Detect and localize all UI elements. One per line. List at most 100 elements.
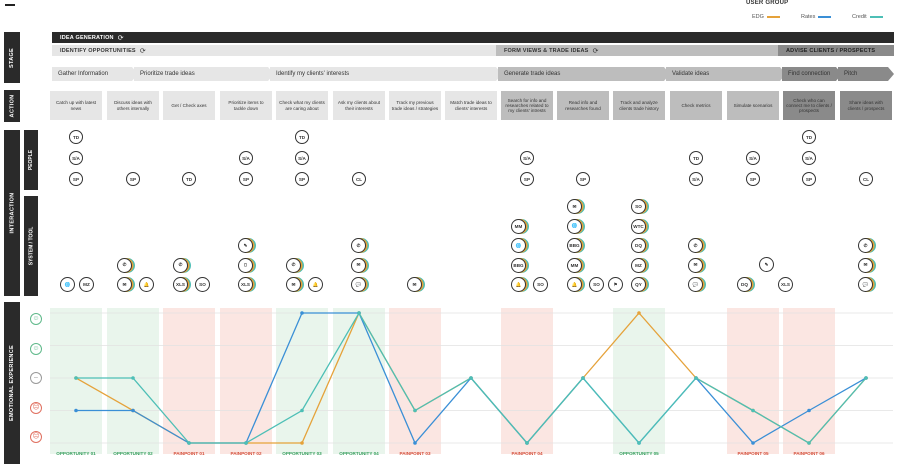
data-point-credit [469,376,473,380]
action-card: Prioritize items to tackle down [220,91,272,120]
very-happy-icon: ☺ [30,313,42,325]
refresh-icon: ⟳ [117,34,124,42]
people-badge: CL [352,172,366,186]
people-badge: S/A [69,151,83,165]
tool-badge: BBG [511,257,526,273]
stage-advise-clients: ADVISE CLIENTS / PROSPECTS [778,45,894,56]
tablet-icon: ▯ [238,257,253,273]
phone-icon: ✆ [351,238,366,253]
opportunity-label: OPPORTUNITY 01 [56,451,96,456]
painpoint-label: PAINPOINT 03 [399,451,431,456]
mail-icon: ✉ [858,257,873,273]
people-badge: TD [295,130,309,144]
legend-label: Credit [852,14,867,20]
tool-badge: XLS [778,277,793,292]
phone-icon: ✆ [286,257,301,273]
tool-badge: MZ [79,277,94,292]
people-badge: S/A [746,151,760,165]
painpoint-label: PAINPOINT 02 [230,451,262,456]
tool-badge: MZ [631,257,646,273]
action-card: Search for info and researches related t… [501,91,553,120]
action-card: Track my previous trade ideas / strategi… [389,91,441,120]
chat-icon: 💬 [688,277,703,292]
people-badge: CL [859,172,873,186]
legend-credit: Credit [852,14,883,20]
opportunity-label: OPPORTUNITY 02 [113,451,153,456]
painpoint-column [783,308,835,454]
menu-dash [5,4,15,6]
data-point-credit [807,441,811,445]
legend-label: Rates [801,14,816,20]
globe-icon: 🌐 [60,277,75,292]
data-point-credit [525,441,529,445]
painpoint-column [727,308,779,454]
mail-icon: ✉ [117,277,132,292]
section-stage: STAGE [4,32,20,83]
action-card: Match trade ideas to clients' interests [445,91,497,120]
action-card: Check metrics [670,91,722,120]
section-action: ACTION [4,90,20,122]
mail-icon: ✉ [286,277,301,292]
data-point-rates [131,408,135,413]
section-interaction: INTERACTION [4,130,20,296]
painpoint-column [220,308,272,454]
stage-identify-opportunities: IDENTIFY OPPORTUNITIES⟳ [52,45,496,56]
data-point-rates [751,441,755,445]
step-generate-trade-ideas: Generate trade ideas [498,67,670,81]
opportunity-label: OPPORTUNITY 04 [339,451,379,456]
step-find-connection: Find connection [782,67,842,81]
mail-icon: ✉ [407,277,422,292]
legend-swatch [818,16,832,18]
tool-badge: BBG [567,238,582,253]
data-point-credit [300,408,304,413]
data-point-credit [694,376,698,380]
painpoint-label: PAINPOINT 06 [793,451,825,456]
action-card: Check what my clients are caring about [276,91,328,120]
mail-icon: ✉ [688,257,703,273]
people-badge: S/A [689,172,703,186]
people-badge: SP [69,172,83,186]
chat-icon: 💬 [858,277,873,292]
painpoint-column [163,308,215,454]
pen-icon: ✎ [759,257,774,272]
people-badge: SP [746,172,760,186]
refresh-icon: ⟳ [139,47,146,55]
people-badge: SP [802,172,816,186]
data-point-credit [751,408,755,413]
painpoint-label: PAINPOINT 01 [173,451,205,456]
mail-icon: ✉ [351,257,366,273]
action-card: Discuss ideas with others internally [107,91,159,120]
pin-icon: ⚑ [608,277,623,292]
very-sad-icon: ☹ [30,431,42,443]
tool-badge: MM [511,218,526,234]
tool-badge: DQ [631,238,646,253]
people-badge: S/A [520,151,534,165]
opportunity-column [107,308,159,454]
data-point-credit [187,441,191,445]
mail-icon: ✉ [567,199,582,214]
action-card: Read info and researches found [557,91,609,120]
phone-icon: ✆ [173,257,188,273]
painpoint-column [501,308,553,454]
tool-badge: QY [631,277,646,292]
data-point-credit [244,441,248,445]
action-card: Check who can connect me to clients / pr… [783,91,835,120]
tool-badge: XLS [173,277,188,292]
data-point-credit [413,408,417,413]
opportunity-label: OPPORTUNITY 05 [619,451,659,456]
legend-swatch [869,16,883,18]
refresh-icon: ⟳ [592,47,599,55]
legend-label: EDG [752,14,764,20]
action-card: Catch up with latest news [50,91,102,120]
action-card: Share ideas with clients / prospects [840,91,892,120]
data-point-edg [637,311,641,315]
bell-icon: 🔔 [567,277,582,292]
action-card: Get / Check axes [163,91,215,120]
people-badge: TD [689,151,703,165]
legend-title: USER GROUP [746,0,789,6]
data-point-credit [637,441,641,445]
phone-icon: ✆ [117,257,132,273]
stage-form-views: FORM VIEWS & TRADE IDEAS⟳ [496,45,778,56]
painpoint-label: PAINPOINT 04 [511,451,543,456]
people-badge: TD [802,130,816,144]
